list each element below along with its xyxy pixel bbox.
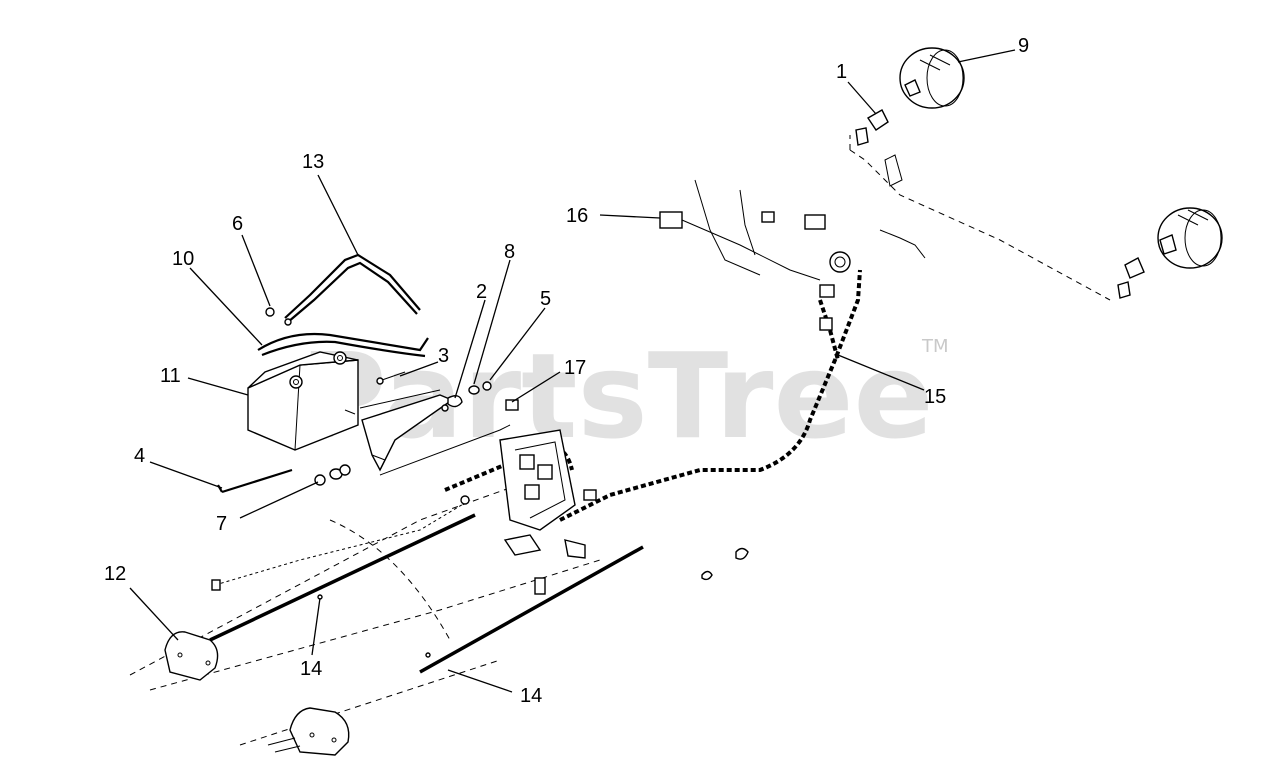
battery-cable-icon xyxy=(257,253,429,358)
light-wire xyxy=(209,495,644,674)
callout-9: 9 xyxy=(1018,35,1029,57)
callout-12: 12 xyxy=(104,563,126,585)
callout-11: 11 xyxy=(160,365,181,387)
callout-6: 6 xyxy=(232,213,243,235)
connector-icon xyxy=(505,399,519,411)
callout-14-b: 14 xyxy=(520,685,542,707)
callout-8: 8 xyxy=(504,241,515,263)
taillight-icon xyxy=(164,631,219,681)
callout-13: 13 xyxy=(302,151,324,173)
callout-1: 1 xyxy=(836,61,847,83)
watermark: PartsTree xyxy=(300,327,934,465)
headlight-icon xyxy=(899,47,965,109)
bulb-socket-icon xyxy=(855,109,1145,299)
screw-icon xyxy=(344,371,406,415)
fuse-block-icon xyxy=(499,429,597,595)
headlight-icon xyxy=(1157,207,1223,269)
clip-icon xyxy=(701,547,749,581)
callout-4: 4 xyxy=(134,445,145,467)
taillight-icon xyxy=(267,707,350,756)
callout-14-a: 14 xyxy=(300,658,322,680)
nut-icon xyxy=(314,464,351,486)
callout-15: 15 xyxy=(924,386,946,408)
callout-3: 3 xyxy=(438,345,449,367)
callout-17: 17 xyxy=(564,357,586,379)
callout-10: 10 xyxy=(172,248,194,270)
hold-down-rod xyxy=(217,468,293,494)
leader-lines xyxy=(129,49,1016,693)
callouts: 1 2 3 4 5 6 7 8 9 10 11 12 13 14 14 15 1… xyxy=(104,35,1029,707)
frame-outline xyxy=(129,135,1111,746)
callout-5: 5 xyxy=(540,288,551,310)
callout-2: 2 xyxy=(476,281,487,303)
watermark-trademark: TM xyxy=(921,336,949,357)
callout-7: 7 xyxy=(216,513,227,535)
washer-icon xyxy=(441,381,492,412)
battery-tray xyxy=(359,389,454,472)
callout-16: 16 xyxy=(566,205,588,227)
battery-icon xyxy=(247,351,359,451)
headlight-connector xyxy=(659,179,851,331)
